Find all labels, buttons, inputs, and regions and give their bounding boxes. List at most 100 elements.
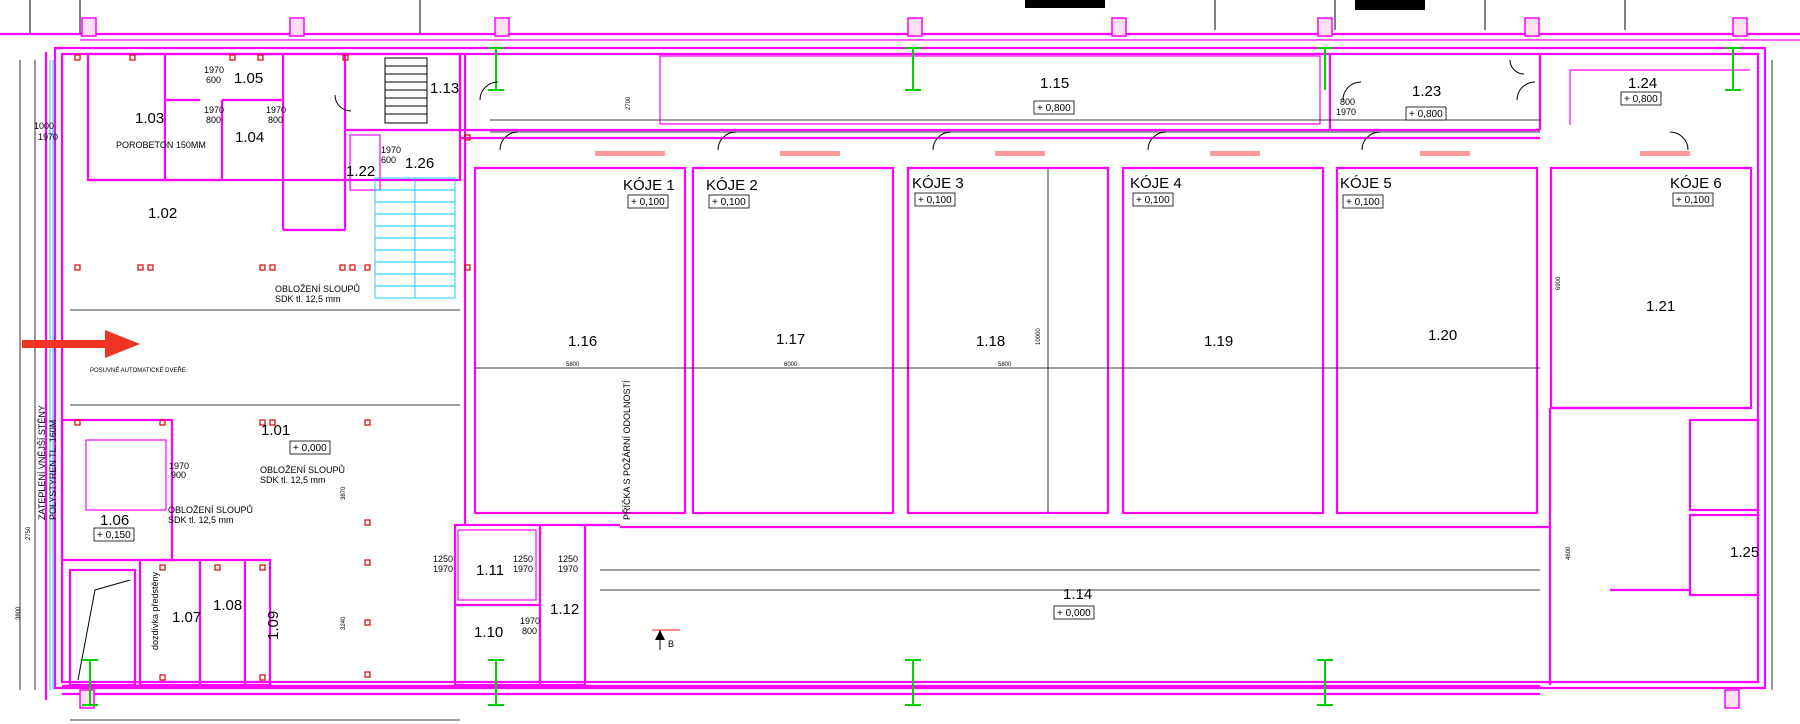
- level-1-01: + 0,000: [293, 443, 327, 454]
- room-1-13: 1.13: [430, 80, 459, 97]
- box-label-3: KÓJE 3: [912, 175, 964, 192]
- door-labels: 1970 600 1970 800 1970 800 1000 1970 197…: [34, 65, 1356, 636]
- door-1-06-w: 1970: [169, 461, 189, 471]
- room-1-23: 1.23: [1412, 83, 1441, 100]
- door-1-11a-h: 1970: [433, 564, 453, 574]
- door-1-11b-w: 1250: [513, 554, 533, 564]
- stairs-lower: [374, 177, 456, 299]
- room-1-18: 1.18: [976, 333, 1005, 350]
- door-1-26-h: 600: [381, 155, 396, 165]
- door-1-10-w: 1970: [520, 616, 540, 626]
- room-1-26: 1.26: [405, 155, 434, 172]
- note-porobeton: POROBETON 150MM: [116, 140, 206, 150]
- dim-1-09-v: 3240: [341, 616, 347, 630]
- left-lower-rooms: [60, 418, 620, 687]
- level-markers: + 0,100 + 0,100 + 0,100 + 0,100 + 0,100 …: [93, 91, 1714, 620]
- door-1-04-h: 800: [268, 115, 283, 125]
- note-obklad-3-spec: SDK tl. 12,5 mm: [168, 515, 234, 525]
- box-label-4: KÓJE 4: [1130, 175, 1182, 192]
- level-box-4: + 0,100: [1136, 195, 1170, 206]
- room-1-20: 1.20: [1428, 327, 1457, 344]
- dim-1-01-v: 3870: [341, 486, 347, 500]
- dim-1-15-v: 2700: [626, 96, 632, 110]
- door-1-05-h: 600: [206, 75, 221, 85]
- dim-1-16: 5800: [566, 362, 580, 368]
- door-1-03-h: 800: [206, 115, 221, 125]
- room-1-21: 1.21: [1646, 298, 1675, 315]
- glazing-strips: [595, 151, 1690, 156]
- room-1-24: 1.24: [1628, 75, 1657, 92]
- dim-1-14-v: 4600: [1566, 546, 1572, 560]
- dim-left-1: 2750: [26, 526, 32, 540]
- room-1-06: 1.06: [100, 512, 129, 529]
- anchor-marks: [74, 54, 471, 681]
- door-1-12-h: 1970: [558, 564, 578, 574]
- note-insulation-1: ZATEPLENÍ VNĚJŠÍ STĚNY: [37, 405, 47, 520]
- note-obklad-2-spec: SDK tl. 12,5 mm: [260, 475, 326, 485]
- level-1-23: + 0,800: [1409, 109, 1443, 120]
- door-1-05-w: 1970: [204, 65, 224, 75]
- door-1-12-w: 1250: [558, 554, 578, 564]
- level-1-14: + 0,000: [1057, 608, 1091, 619]
- note-insulation-2: POLYSTYREN TL. 160M: [48, 420, 58, 520]
- door-1-26-w: 1970: [381, 145, 401, 155]
- entrance-arrow: [22, 330, 140, 358]
- note-obklad-3-title: OBLOŽENÍ SLOUPŮ: [168, 504, 253, 515]
- door-1-06-h: 900: [171, 470, 186, 480]
- note-obklad-1-title: OBLOŽENÍ SLOUPŮ: [275, 283, 360, 294]
- door-1-11b-h: 1970: [513, 564, 533, 574]
- dim-left-2: 3800: [16, 606, 22, 620]
- box-label-6: KÓJE 6: [1670, 175, 1722, 192]
- room-1-22: 1.22: [346, 163, 375, 180]
- room-1-08: 1.08: [213, 597, 242, 614]
- door-swings: [334, 59, 1689, 151]
- left-upper-rooms: [86, 52, 462, 299]
- level-box-5: + 0,100: [1346, 197, 1380, 208]
- note-dozdivka: dozdívka předstěny: [150, 571, 160, 650]
- level-box-6: + 0,100: [1676, 195, 1710, 206]
- door-1-23-h: 1970: [1336, 107, 1356, 117]
- level-box-2: + 0,100: [712, 197, 746, 208]
- axis-markers: [82, 47, 1741, 706]
- dim-1-17: 6000: [784, 362, 798, 368]
- room-1-09: 1.09: [265, 611, 282, 640]
- room-1-04: 1.04: [235, 129, 264, 146]
- room-1-05: 1.05: [234, 70, 263, 87]
- room-1-07: 1.07: [172, 609, 201, 626]
- door-ext-h: 1970: [38, 132, 58, 142]
- room-1-15: 1.15: [1040, 75, 1069, 92]
- top-columns: [79, 17, 1748, 709]
- note-sliding-door: POSUVNÉ AUTOMATICKÉ DVEŘE: [90, 366, 186, 374]
- door-1-11a-w: 1250: [433, 554, 453, 564]
- box-label-2: KÓJE 2: [706, 177, 758, 194]
- door-1-23-w: 800: [1340, 97, 1355, 107]
- stairs-upper: [384, 57, 428, 124]
- box-label-1: KÓJE 1: [623, 177, 675, 194]
- note-obklad-2-title: OBLOŽENÍ SLOUPŮ: [260, 464, 345, 475]
- section-label-b: B: [668, 639, 674, 649]
- dim-1-18-v: 10000: [1036, 328, 1042, 345]
- level-box-1: + 0,100: [631, 197, 665, 208]
- dim-1-18: 5800: [998, 362, 1012, 368]
- level-1-15: + 0,800: [1037, 103, 1071, 114]
- dim-1-21-v: 6900: [1556, 276, 1562, 290]
- room-1-01: 1.01: [261, 422, 290, 439]
- room-1-12: 1.12: [550, 601, 579, 618]
- dimension-lines: [19, 60, 1773, 721]
- top-strip-rooms: [659, 54, 1750, 130]
- note-fire-wall: PŘÍČKA S POŽÁRNÍ ODOLNOSTÍ: [622, 380, 632, 520]
- door-1-10-h: 800: [522, 626, 537, 636]
- room-1-16: 1.16: [568, 333, 597, 350]
- door-1-04-w: 1970: [266, 105, 286, 115]
- door-ext-w: 1000: [34, 121, 54, 131]
- level-1-24: + 0,800: [1624, 94, 1658, 105]
- main-hall-walls: [460, 54, 1760, 685]
- section-marker: [652, 629, 680, 650]
- room-1-25: 1.25: [1730, 544, 1759, 561]
- room-1-03: 1.03: [135, 110, 164, 127]
- room-1-19: 1.19: [1204, 333, 1233, 350]
- level-1-06: + 0,150: [97, 530, 131, 541]
- top-structures: [29, 0, 1626, 34]
- outer-walls: [0, 32, 1800, 700]
